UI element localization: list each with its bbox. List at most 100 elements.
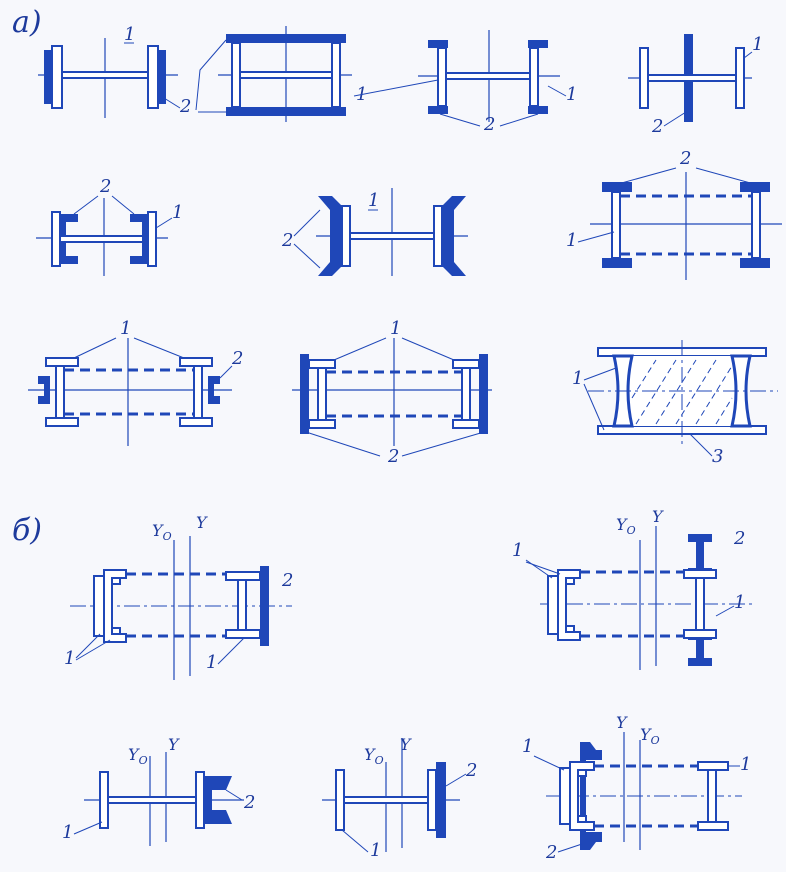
beam-flange-right xyxy=(735,47,745,109)
label-1: 1 xyxy=(172,202,183,223)
leader-line xyxy=(583,383,605,431)
ibeam-bottom xyxy=(688,632,712,666)
cover-plate-tr xyxy=(179,357,213,367)
leader-line xyxy=(525,561,561,575)
channel-flange-bottom xyxy=(225,629,261,639)
axis-y-label: Y xyxy=(400,735,412,754)
leader-line xyxy=(341,829,369,853)
section-b5: Y YO 1 1 2 xyxy=(522,713,751,863)
leader-line xyxy=(577,231,615,243)
channel-flange-br xyxy=(452,419,480,429)
beam-flange-right xyxy=(751,191,761,259)
label-2: 2 xyxy=(465,760,477,781)
beam-flange-right xyxy=(147,211,157,267)
beam-flange-right xyxy=(529,47,539,107)
label-2: 2 xyxy=(179,96,191,117)
axis-y0-subscript: O xyxy=(163,530,172,543)
beam-flange-left xyxy=(55,365,65,419)
channel-flange-tr xyxy=(452,359,480,369)
label-2: 2 xyxy=(231,348,243,369)
label-2: 2 xyxy=(651,116,663,137)
axis-y0-letter: Y xyxy=(128,745,140,764)
channel-right xyxy=(208,376,220,404)
leader-line xyxy=(689,433,713,457)
hatch-line xyxy=(635,359,677,425)
hatch-line xyxy=(631,359,657,399)
beam-flange-right xyxy=(331,42,341,108)
hatch-line xyxy=(675,359,717,425)
axis-y0-letter: Y xyxy=(364,745,376,764)
beam-flange-right xyxy=(237,579,247,631)
leader-line xyxy=(499,113,539,127)
label-1: 1 xyxy=(370,840,381,861)
beam-web xyxy=(647,74,737,82)
beam-flange-right xyxy=(427,769,437,831)
leader-line xyxy=(293,243,321,269)
section-a6: 1 2 xyxy=(281,188,468,276)
beam-flange-right xyxy=(147,45,159,109)
section-a8: 1 2 xyxy=(28,318,243,446)
outer-plate-right xyxy=(436,762,446,838)
outer-plate-left xyxy=(44,50,52,104)
beam-flange-left xyxy=(437,47,447,107)
channel-left xyxy=(38,376,50,404)
leader-line xyxy=(439,113,481,127)
beam-flange-right xyxy=(193,365,203,419)
label-1: 1 xyxy=(390,318,401,339)
axis-y0-label: YO xyxy=(128,745,148,767)
channel-flange-top xyxy=(697,761,729,771)
section-a7: 2 1 xyxy=(566,148,782,280)
hatch-line xyxy=(655,359,697,425)
section-b2: YO Y 2 1 1 xyxy=(512,507,752,670)
label-1: 1 xyxy=(368,190,379,211)
axis-y0-letter: Y xyxy=(152,521,164,540)
label-1: 1 xyxy=(64,648,75,669)
leader-line xyxy=(225,789,243,801)
channel-flange-bottom xyxy=(683,629,717,639)
leader-line xyxy=(155,217,173,229)
section-label-a: а) xyxy=(12,5,42,40)
leader-line xyxy=(133,337,185,359)
label-2: 2 xyxy=(679,148,691,169)
leader-line xyxy=(401,431,485,457)
hatch-line xyxy=(695,365,733,425)
outer-plate-right xyxy=(158,50,166,104)
beam-web xyxy=(343,796,429,804)
beam-flange-left xyxy=(335,769,345,831)
section-b4: YO Y 2 1 xyxy=(322,735,477,861)
beam-flange-left xyxy=(99,771,109,829)
cover-plate-br xyxy=(179,417,213,427)
leader-line xyxy=(195,39,227,111)
leader-line xyxy=(219,365,233,379)
label-1: 1 xyxy=(566,84,577,105)
leader-line xyxy=(547,85,567,97)
axis-y0-subscript: O xyxy=(375,754,384,767)
outer-plate-left xyxy=(300,354,309,434)
section-a1: 1 2 xyxy=(38,24,191,118)
axis-y0-subscript: O xyxy=(627,524,636,537)
channel-flange-bl xyxy=(308,419,336,429)
beam-flange-left xyxy=(51,211,61,267)
corner-angle-tr xyxy=(528,40,548,48)
hatch-line xyxy=(715,397,733,425)
section-a2 xyxy=(195,26,352,122)
axis-y0-letter: Y xyxy=(616,515,628,534)
axis-y0-label: YO xyxy=(616,515,636,537)
axis-y0-subscript: O xyxy=(139,754,148,767)
leader-line xyxy=(525,559,553,579)
axis-y0-label: YO xyxy=(640,725,660,747)
label-2: 2 xyxy=(545,842,557,863)
section-a9: 1 2 xyxy=(292,318,492,467)
beam-web xyxy=(59,235,153,243)
channel-right xyxy=(204,776,232,824)
label-1: 1 xyxy=(62,822,73,843)
corner-angle-tl xyxy=(428,40,448,48)
channel-left xyxy=(60,214,78,264)
label-1: 1 xyxy=(206,652,217,673)
leader-line xyxy=(715,605,735,617)
leader-line xyxy=(533,755,565,771)
leader-line xyxy=(217,637,245,665)
top-plate xyxy=(226,34,346,43)
label-2: 2 xyxy=(483,114,495,135)
leader-line xyxy=(445,773,467,787)
